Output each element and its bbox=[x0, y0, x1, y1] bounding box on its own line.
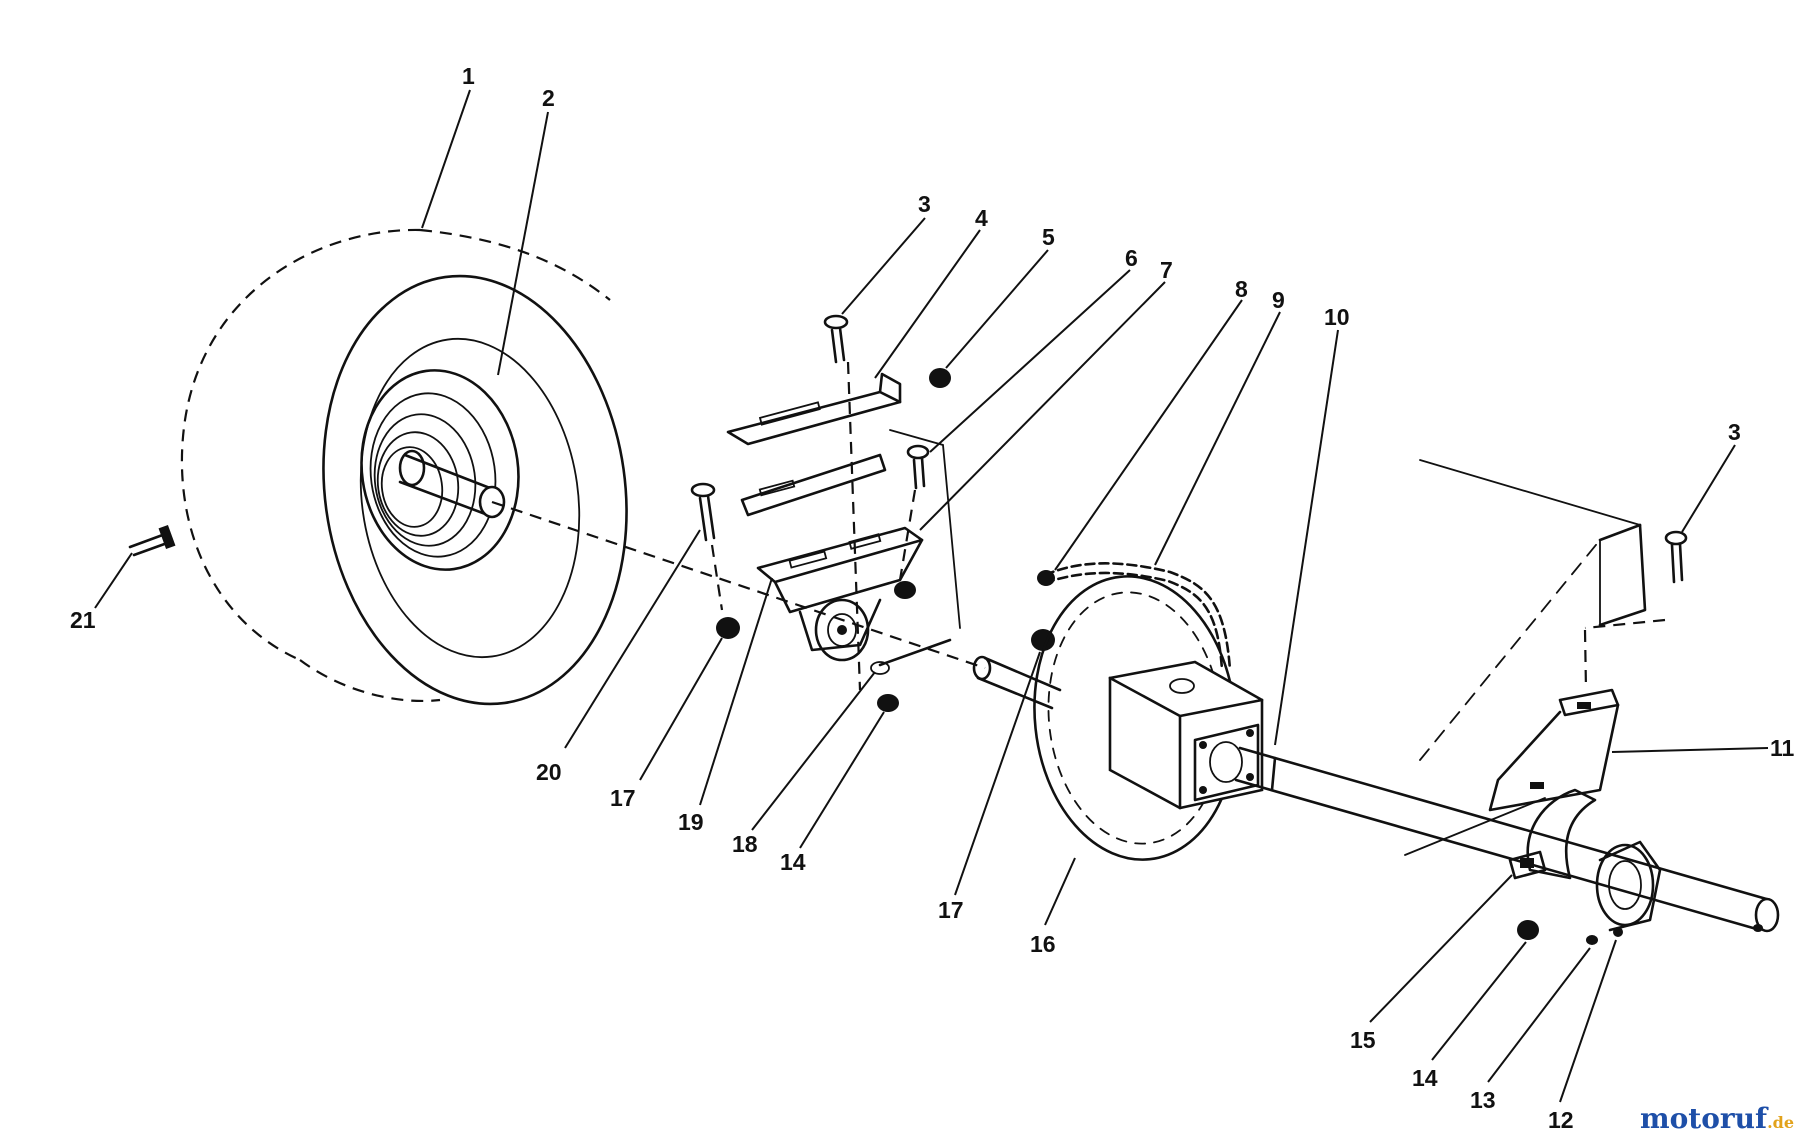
bolt-21 bbox=[128, 524, 176, 557]
callout-12: 12 bbox=[1548, 1107, 1574, 1133]
callout-1: 1 bbox=[462, 63, 475, 89]
callout-11: 11 bbox=[1770, 735, 1795, 761]
callout-9: 9 bbox=[1272, 287, 1285, 313]
bracket-assembly bbox=[690, 314, 961, 712]
callout-16: 16 bbox=[1030, 931, 1056, 957]
callout-8: 8 bbox=[1235, 276, 1248, 302]
axle-centerline bbox=[491, 500, 986, 670]
callout-4: 4 bbox=[975, 205, 988, 231]
frame-assembly bbox=[1419, 459, 1688, 945]
callout-6: 6 bbox=[1125, 245, 1138, 271]
callout-17-right: 17 bbox=[938, 897, 964, 923]
callout-3: 3 bbox=[918, 191, 931, 217]
watermark-domain: .de bbox=[1767, 1113, 1794, 1132]
callout-19: 19 bbox=[678, 809, 704, 835]
callout-3-right: 3 bbox=[1728, 419, 1741, 445]
callout-5: 5 bbox=[1042, 224, 1055, 250]
wheel-assembly bbox=[180, 228, 628, 706]
callout-2: 2 bbox=[542, 85, 555, 111]
callout-14-left: 14 bbox=[780, 849, 806, 875]
callout-13: 13 bbox=[1470, 1087, 1496, 1113]
callout-18: 18 bbox=[732, 831, 758, 857]
leader-lines bbox=[94, 89, 1769, 1103]
callout-10: 10 bbox=[1324, 304, 1350, 330]
watermark-main: motoruf bbox=[1640, 1102, 1769, 1135]
callout-14-right: 14 bbox=[1412, 1065, 1438, 1091]
callout-21: 21 bbox=[70, 607, 96, 633]
drive-shaft-assembly bbox=[972, 562, 1780, 933]
callout-20: 20 bbox=[536, 759, 562, 785]
watermark: motoruf.de bbox=[1640, 1102, 1794, 1135]
callout-7: 7 bbox=[1160, 257, 1173, 283]
callout-17-left: 17 bbox=[610, 785, 636, 811]
callout-15: 15 bbox=[1350, 1027, 1376, 1053]
callout-labels: 1 2 3 4 5 6 7 8 9 10 3 11 21 20 17 19 18… bbox=[70, 63, 1795, 1133]
